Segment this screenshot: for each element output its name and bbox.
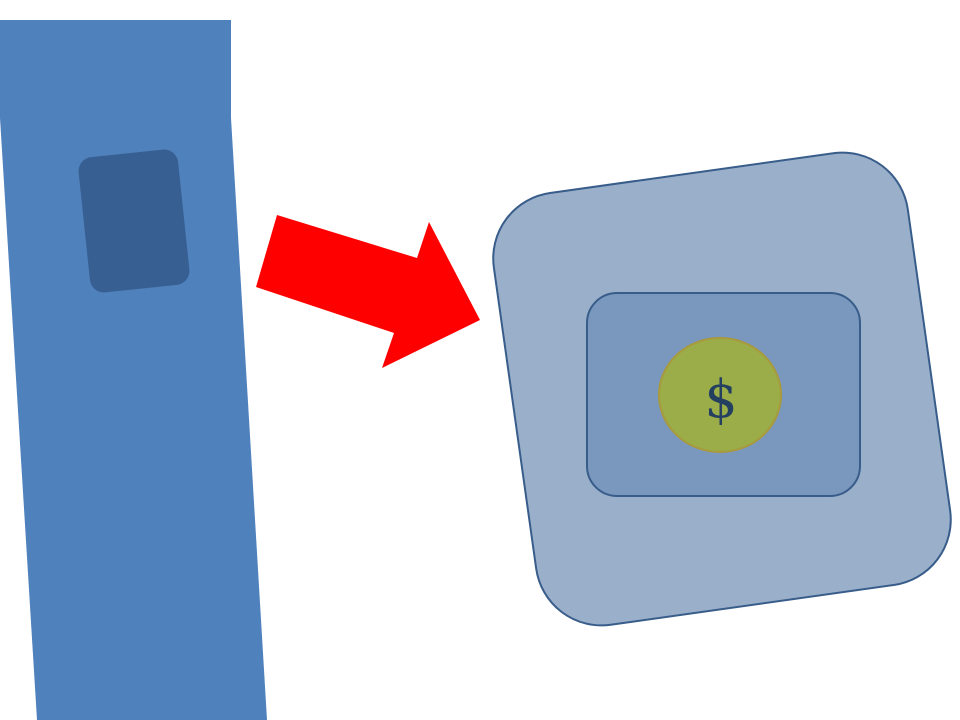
bar-inner-patch — [78, 149, 190, 293]
red-arrow-icon — [256, 215, 480, 368]
bar-patch-group — [78, 149, 190, 293]
coin-icon — [658, 337, 782, 453]
blue-vertical-bar — [0, 20, 267, 720]
dollar-sign-label: $ — [704, 370, 737, 430]
